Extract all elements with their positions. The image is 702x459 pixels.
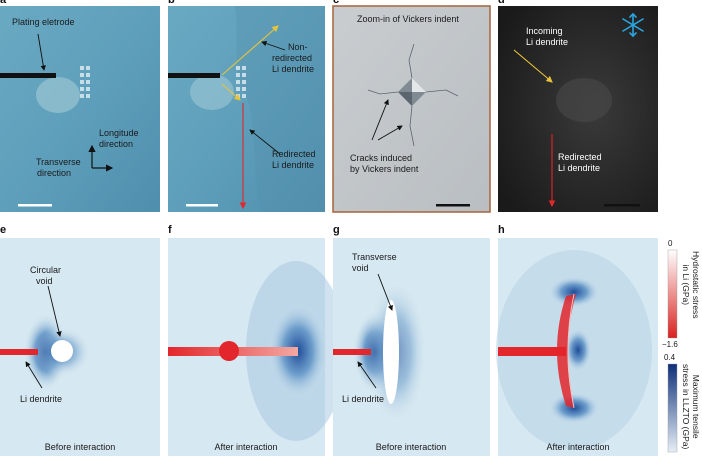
snowflake-icon (622, 13, 644, 37)
nonredirected-label-1: Non- (288, 42, 308, 52)
longitude-label-2: direction (99, 139, 134, 149)
scale-bar (604, 204, 640, 207)
panel-f-sim (168, 238, 346, 456)
zoom-in-title: Zoom-in of Vickers indent (357, 14, 459, 24)
g-dendrite-label: Li dendrite (342, 394, 385, 404)
panel-letter-a: a (0, 0, 7, 6)
li-dendrite (333, 349, 371, 355)
indent-array (80, 66, 90, 98)
hydro-axis-label-1: Hydrostatic stress (691, 251, 701, 319)
vickers-indent (398, 78, 426, 106)
e-caption: Before interaction (44, 442, 116, 452)
transverse-void-label-1: Transverse (352, 252, 397, 262)
circular-void-label-2: void (36, 276, 53, 286)
redirected-label-1: Redirected (272, 149, 316, 159)
panel-a-photo (0, 6, 160, 212)
transverse-label-1: Transverse (36, 157, 81, 167)
scale-bar (436, 204, 470, 207)
panel-d-photo (498, 6, 658, 212)
li-dendrite (0, 349, 38, 355)
colorbar-tensile (667, 363, 678, 453)
redirected-label-2: Li dendrite (272, 160, 315, 170)
scale-bar (186, 204, 218, 207)
hydro-axis-label-2: in Li (GPa) (681, 264, 691, 306)
incoming-label-2: Li dendrite (526, 37, 569, 47)
tensile-axis-label-1: Maximum tensile (691, 374, 701, 439)
plating-electrode-label: Plating eletrode (12, 17, 75, 27)
tensile-axis-label: Maximum tensile stress in LLZTO (GPa) (681, 364, 701, 449)
circular-void-label-1: Circular (30, 265, 62, 275)
transverse-void (383, 300, 399, 404)
panel-letter-b: b (168, 0, 175, 6)
panel-g-sim (333, 238, 490, 456)
panel-h-sim (496, 238, 658, 456)
li-dendrite (498, 347, 566, 356)
d-redirected-label-1: Redirected (558, 152, 602, 162)
e-dendrite-label: Li dendrite (20, 394, 63, 404)
nonredirected-label-2: redirected (272, 53, 313, 63)
panel-letter-f: f (168, 224, 172, 236)
circular-void (51, 340, 73, 362)
longitude-label-1: Longitude (99, 128, 139, 138)
g-caption: Before interaction (375, 442, 447, 452)
panel-c-photo (332, 5, 491, 213)
panel-letter-h: h (498, 224, 505, 236)
panel-e-sim (0, 238, 160, 456)
hydro-bottom-tick: −1.6 (662, 340, 678, 349)
hydro-axis-label: Hydrostatic stress in Li (GPa) (681, 251, 701, 319)
nonredirected-label-3: Li dendrite (272, 64, 315, 74)
panel-letter-d: d (498, 0, 505, 6)
panel-letter-c: c (333, 0, 340, 6)
f-caption: After interaction (214, 442, 278, 452)
tensile-top-tick: 0.4 (664, 353, 676, 362)
hydro-top-tick: 0 (668, 239, 673, 248)
panel-letter-g: g (333, 224, 340, 236)
tensile-axis-label-2: stress in LLZTO (GPa) (681, 364, 691, 450)
panel-letter-e: e (0, 224, 7, 236)
colorbar-hydrostatic (667, 249, 678, 339)
d-redirected-label-2: Li dendrite (558, 163, 601, 173)
transverse-void-label-2: void (352, 263, 369, 273)
nonredirected-path (221, 25, 279, 76)
panel-b-photo (168, 6, 325, 212)
transverse-label-2: direction (37, 168, 72, 178)
cracks-label-2: by Vickers indent (350, 164, 419, 174)
incoming-label-1: Incoming (526, 26, 563, 36)
scale-bar (18, 204, 52, 207)
h-caption: After interaction (546, 442, 610, 452)
cracks-label-1: Cracks induced (350, 153, 413, 163)
